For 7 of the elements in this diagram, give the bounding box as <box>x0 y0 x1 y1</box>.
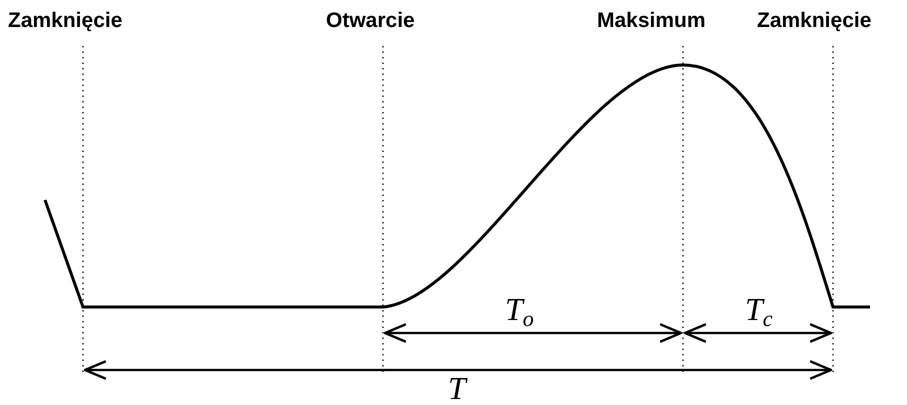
duration-symbol: T <box>448 372 466 404</box>
event-label: Zamknięcie <box>8 10 122 31</box>
duration-symbol: T$_{c}$ <box>745 293 773 330</box>
event-label: Maksimum <box>597 10 706 31</box>
event-label: Otwarcie <box>326 10 415 31</box>
duration-symbol: T$_{o}$ <box>505 293 534 330</box>
event-label: Zamknięcie <box>757 10 872 31</box>
